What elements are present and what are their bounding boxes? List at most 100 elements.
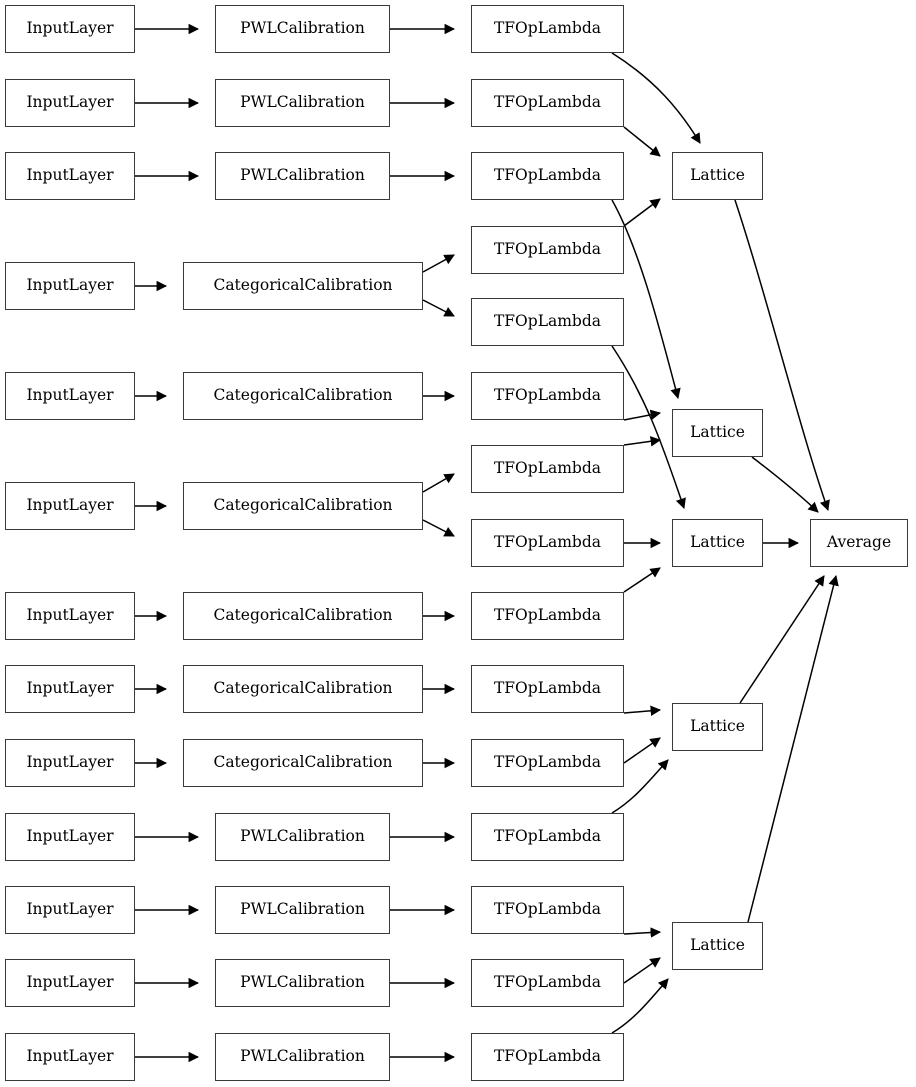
node-label: TFOpLambda bbox=[493, 240, 602, 259]
edge-cal6-lam7 bbox=[422, 473, 455, 493]
node-label: Lattice bbox=[690, 533, 745, 552]
node-label: TFOpLambda bbox=[493, 93, 602, 112]
node-cal1[interactable]: PWLCalibration bbox=[215, 5, 390, 53]
node-in1[interactable]: InputLayer bbox=[5, 5, 135, 53]
node-lat5[interactable]: Lattice bbox=[672, 922, 763, 970]
node-label: PWLCalibration bbox=[240, 93, 365, 112]
node-in8[interactable]: InputLayer bbox=[5, 665, 135, 713]
edge-lam6-lat2 bbox=[623, 409, 662, 421]
node-label: TFOpLambda bbox=[493, 973, 602, 992]
node-cal9[interactable]: CategoricalCalibration bbox=[183, 739, 423, 787]
node-label: InputLayer bbox=[26, 19, 114, 38]
node-cal12[interactable]: PWLCalibration bbox=[215, 959, 390, 1007]
edge-lat2-avg bbox=[751, 456, 819, 513]
node-in9[interactable]: InputLayer bbox=[5, 739, 135, 787]
edge-lam1-lat1 bbox=[611, 52, 701, 144]
node-avg[interactable]: Average bbox=[810, 519, 908, 567]
edge-lat1-avg bbox=[734, 199, 830, 511]
node-in2[interactable]: InputLayer bbox=[5, 79, 135, 127]
node-label: TFOpLambda bbox=[493, 900, 602, 919]
node-label: CategoricalCalibration bbox=[213, 386, 393, 405]
node-lam13[interactable]: TFOpLambda bbox=[471, 886, 624, 934]
node-label: InputLayer bbox=[26, 827, 114, 846]
node-in3[interactable]: InputLayer bbox=[5, 152, 135, 200]
node-lat1[interactable]: Lattice bbox=[672, 152, 763, 200]
node-label: Lattice bbox=[690, 936, 745, 955]
node-in5[interactable]: InputLayer bbox=[5, 372, 135, 420]
node-cal3[interactable]: PWLCalibration bbox=[215, 152, 390, 200]
node-label: InputLayer bbox=[26, 166, 114, 185]
node-lam6[interactable]: TFOpLambda bbox=[471, 372, 624, 420]
node-label: Lattice bbox=[690, 717, 745, 736]
node-lam1[interactable]: TFOpLambda bbox=[471, 5, 624, 53]
node-label: Lattice bbox=[690, 423, 745, 442]
node-label: TFOpLambda bbox=[493, 312, 602, 331]
node-label: CategoricalCalibration bbox=[213, 753, 393, 772]
node-cal13[interactable]: PWLCalibration bbox=[215, 1033, 390, 1081]
node-lat3[interactable]: Lattice bbox=[672, 519, 763, 567]
node-lam4[interactable]: TFOpLambda bbox=[471, 226, 624, 274]
node-label: TFOpLambda bbox=[493, 166, 602, 185]
node-lam11[interactable]: TFOpLambda bbox=[471, 739, 624, 787]
node-lam10[interactable]: TFOpLambda bbox=[471, 665, 624, 713]
node-lam8[interactable]: TFOpLambda bbox=[471, 519, 624, 567]
node-in12[interactable]: InputLayer bbox=[5, 959, 135, 1007]
node-label: CategoricalCalibration bbox=[213, 276, 393, 295]
edge-lam2-lat1 bbox=[623, 126, 661, 157]
node-cal7[interactable]: CategoricalCalibration bbox=[183, 592, 423, 640]
node-lam7[interactable]: TFOpLambda bbox=[471, 445, 624, 493]
node-in7[interactable]: InputLayer bbox=[5, 592, 135, 640]
node-cal2[interactable]: PWLCalibration bbox=[215, 79, 390, 127]
node-in10[interactable]: InputLayer bbox=[5, 813, 135, 861]
node-label: TFOpLambda bbox=[493, 459, 602, 478]
node-cal8[interactable]: CategoricalCalibration bbox=[183, 665, 423, 713]
edge-cal6-lam8 bbox=[422, 519, 455, 537]
node-label: PWLCalibration bbox=[240, 900, 365, 919]
node-cal6[interactable]: CategoricalCalibration bbox=[183, 482, 423, 530]
edge-lam9-lat3 bbox=[623, 567, 661, 593]
node-cal11[interactable]: PWLCalibration bbox=[215, 886, 390, 934]
edge-lam11-lat4 bbox=[623, 737, 661, 764]
node-cal10[interactable]: PWLCalibration bbox=[215, 813, 390, 861]
node-label: Average bbox=[826, 533, 892, 552]
node-label: TFOpLambda bbox=[493, 679, 602, 698]
node-lam3[interactable]: TFOpLambda bbox=[471, 152, 624, 200]
edge-cal4-lam5 bbox=[422, 299, 455, 317]
node-lam15[interactable]: TFOpLambda bbox=[471, 1033, 624, 1081]
node-label: TFOpLambda bbox=[493, 533, 602, 552]
node-in13[interactable]: InputLayer bbox=[5, 1033, 135, 1081]
node-label: InputLayer bbox=[26, 606, 114, 625]
node-lam5[interactable]: TFOpLambda bbox=[471, 298, 624, 346]
node-label: TFOpLambda bbox=[493, 753, 602, 772]
node-lam2[interactable]: TFOpLambda bbox=[471, 79, 624, 127]
node-in6[interactable]: InputLayer bbox=[5, 482, 135, 530]
node-cal5[interactable]: CategoricalCalibration bbox=[183, 372, 423, 420]
node-label: InputLayer bbox=[26, 679, 114, 698]
node-label: TFOpLambda bbox=[493, 827, 602, 846]
edge-lat4-avg bbox=[739, 575, 825, 704]
node-label: InputLayer bbox=[26, 1047, 114, 1066]
node-label: TFOpLambda bbox=[493, 19, 602, 38]
node-lat2[interactable]: Lattice bbox=[672, 409, 763, 457]
node-label: PWLCalibration bbox=[240, 19, 365, 38]
node-label: CategoricalCalibration bbox=[213, 606, 393, 625]
node-label: CategoricalCalibration bbox=[213, 496, 393, 515]
node-label: PWLCalibration bbox=[240, 973, 365, 992]
node-label: InputLayer bbox=[26, 276, 114, 295]
node-lam12[interactable]: TFOpLambda bbox=[471, 813, 624, 861]
node-label: TFOpLambda bbox=[493, 606, 602, 625]
node-label: InputLayer bbox=[26, 496, 114, 515]
node-in4[interactable]: InputLayer bbox=[5, 262, 135, 310]
node-label: PWLCalibration bbox=[240, 166, 365, 185]
node-label: Lattice bbox=[690, 166, 745, 185]
node-label: InputLayer bbox=[26, 900, 114, 919]
node-lat4[interactable]: Lattice bbox=[672, 703, 763, 751]
node-lam9[interactable]: TFOpLambda bbox=[471, 592, 624, 640]
node-in11[interactable]: InputLayer bbox=[5, 886, 135, 934]
node-label: InputLayer bbox=[26, 753, 114, 772]
node-label: CategoricalCalibration bbox=[213, 679, 393, 698]
node-cal4[interactable]: CategoricalCalibration bbox=[183, 262, 423, 310]
node-label: TFOpLambda bbox=[493, 1047, 602, 1066]
node-lam14[interactable]: TFOpLambda bbox=[471, 959, 624, 1007]
